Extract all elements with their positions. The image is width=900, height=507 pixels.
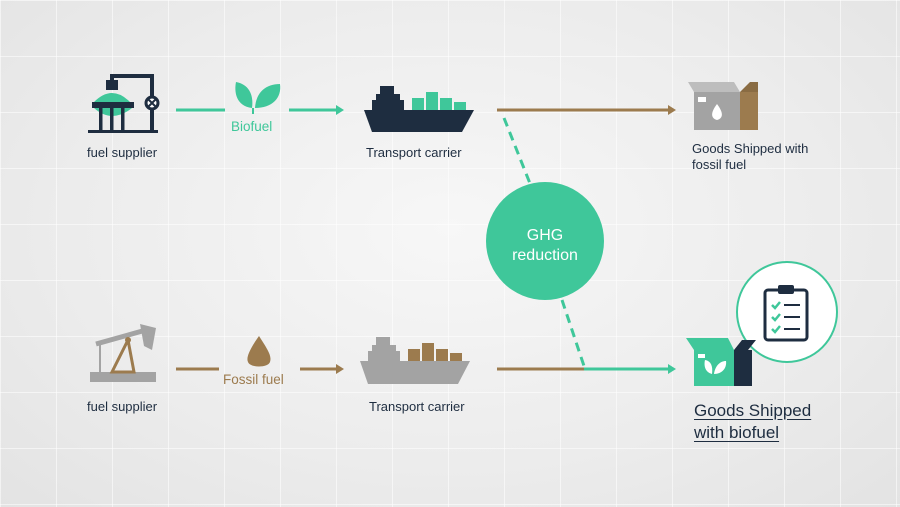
cargo-ship-icon bbox=[364, 86, 474, 132]
fossil-fuel-flow-arrow bbox=[176, 364, 344, 374]
open-box-icon bbox=[688, 82, 758, 130]
top-goods-label-line1: Goods Shipped with bbox=[692, 141, 809, 156]
bottom-carrier-label: Transport carrier bbox=[369, 399, 465, 414]
clipboard-checklist-icon bbox=[736, 261, 838, 363]
bottom-goods-label-line1: Goods Shipped bbox=[694, 401, 812, 420]
fossil-fuel-label: Fossil fuel bbox=[223, 372, 284, 387]
top-goods-arrow bbox=[497, 105, 676, 115]
refinery-icon bbox=[88, 74, 160, 133]
top-goods-label-line2: fossil fuel bbox=[692, 157, 747, 172]
bottom-goods-label-line2: with biofuel bbox=[694, 423, 780, 442]
ghg-reduction-circle bbox=[486, 182, 604, 300]
biofuel-label: Biofuel bbox=[231, 119, 273, 134]
oil-pump-icon bbox=[90, 324, 156, 382]
cargo-ship-icon-bottom bbox=[360, 337, 470, 384]
top-supplier-label: fuel supplier bbox=[87, 145, 158, 160]
goods-biofuel-link[interactable]: Goods Shipped with biofuel bbox=[694, 400, 811, 444]
top-carrier-label: Transport carrier bbox=[366, 145, 462, 160]
ghg-reduction-text: GHG reduction bbox=[486, 226, 604, 266]
leaf-icon bbox=[235, 82, 281, 114]
ghg-dashed-connector bbox=[502, 117, 586, 367]
ghg-line2: reduction bbox=[512, 247, 578, 264]
oil-drop-icon bbox=[247, 336, 271, 367]
ghg-line1: GHG bbox=[526, 227, 564, 244]
bottom-supplier-label: fuel supplier bbox=[87, 399, 158, 414]
open-box-leaf-icon bbox=[686, 338, 756, 386]
biofuel-flow-arrow bbox=[176, 105, 344, 115]
bottom-goods-arrow bbox=[497, 364, 676, 374]
